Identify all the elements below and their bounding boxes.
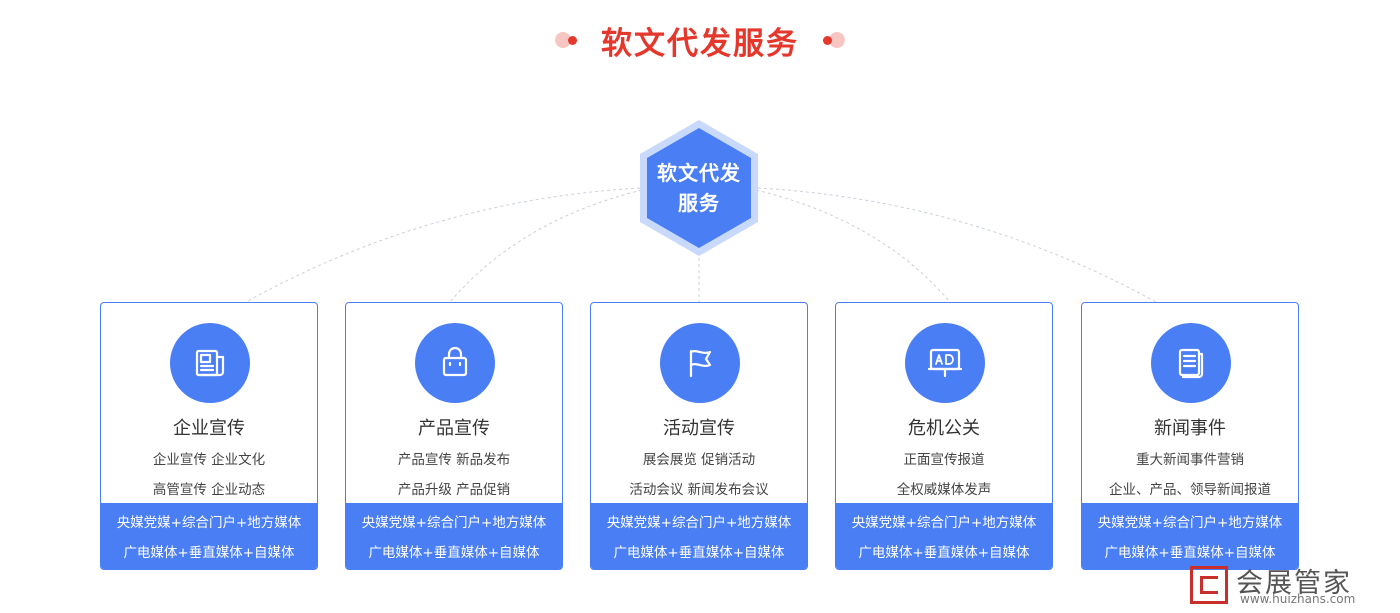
hub-label-line2: 服务 [678, 191, 720, 215]
hub-hexagon: 软文代发 服务 [636, 118, 762, 258]
media-band: 央媒党媒+综合门户+地方媒体 广电媒体+垂直媒体+自媒体 [101, 503, 317, 569]
connector-line-4 [755, 189, 951, 303]
media-line2: 广电媒体+垂直媒体+自媒体 [858, 545, 1030, 561]
media-line1: 央媒党媒+综合门户+地方媒体 [606, 515, 792, 531]
media-line2: 广电媒体+垂直媒体+自媒体 [368, 545, 540, 561]
connector-line-2 [449, 189, 643, 303]
card-title: 企业宣传 [173, 418, 245, 439]
card-desc-line1: 展会展览 促销活动 [642, 452, 756, 468]
connector-line-1 [245, 187, 641, 303]
section-header: 软文代发服务 [0, 18, 1400, 62]
brand-name: 会展管家 [1236, 568, 1352, 599]
bag-icon [415, 323, 495, 403]
decorative-dots-left [555, 30, 579, 50]
decorative-dots-right [821, 30, 845, 50]
card-desc-line2: 产品升级 产品促销 [397, 482, 511, 498]
page-title: 软文代发服务 [601, 25, 799, 62]
media-line1: 央媒党媒+综合门户+地方媒体 [1097, 515, 1283, 531]
service-card-product: 产品宣传 产品宣传 新品发布 产品升级 产品促销 央媒党媒+综合门户+地方媒体 … [345, 302, 563, 570]
media-line2: 广电媒体+垂直媒体+自媒体 [1104, 545, 1276, 561]
media-band: 央媒党媒+综合门户+地方媒体 广电媒体+垂直媒体+自媒体 [836, 503, 1052, 569]
service-card-crisis-pr: 危机公关 正面宣传报道 全权威媒体发声 央媒党媒+综合门户+地方媒体 广电媒体+… [835, 302, 1053, 570]
card-desc-line2: 企业、产品、领导新闻报道 [1109, 482, 1271, 498]
media-line1: 央媒党媒+综合门户+地方媒体 [116, 515, 302, 531]
media-band: 央媒党媒+综合门户+地方媒体 广电媒体+垂直媒体+自媒体 [591, 503, 807, 569]
service-card-news: 新闻事件 重大新闻事件营销 企业、产品、领导新闻报道 央媒党媒+综合门户+地方媒… [1081, 302, 1299, 570]
hub-label-line1: 软文代发 [657, 161, 741, 185]
media-line2: 广电媒体+垂直媒体+自媒体 [613, 545, 785, 561]
media-band: 央媒党媒+综合门户+地方媒体 广电媒体+垂直媒体+自媒体 [1082, 503, 1298, 569]
media-line1: 央媒党媒+综合门户+地方媒体 [361, 515, 547, 531]
card-desc-line1: 企业宣传 企业文化 [152, 452, 266, 468]
media-line2: 广电媒体+垂直媒体+自媒体 [123, 545, 295, 561]
card-title: 新闻事件 [1154, 418, 1226, 439]
card-desc-line2: 活动会议 新闻发布会议 [629, 482, 769, 498]
card-title: 产品宣传 [418, 418, 490, 439]
service-card-event: 活动宣传 展会展览 促销活动 活动会议 新闻发布会议 央媒党媒+综合门户+地方媒… [590, 302, 808, 570]
brand-logo-icon [1190, 566, 1228, 604]
card-desc-line2: 高管宣传 企业动态 [152, 482, 266, 498]
media-band: 央媒党媒+综合门户+地方媒体 广电媒体+垂直媒体+自媒体 [346, 503, 562, 569]
media-line1: 央媒党媒+综合门户+地方媒体 [851, 515, 1037, 531]
connector-line-5 [757, 187, 1157, 303]
card-title: 活动宣传 [663, 418, 735, 439]
card-desc-line1: 产品宣传 新品发布 [397, 452, 511, 468]
document-icon [1151, 323, 1231, 403]
newspaper-icon [170, 323, 250, 403]
brand-url: www.huizhans.com [1240, 592, 1356, 606]
ad-board-icon [905, 323, 985, 403]
service-card-enterprise: 企业宣传 企业宣传 企业文化 高管宣传 企业动态 央媒党媒+综合门户+地方媒体 … [100, 302, 318, 570]
card-desc-line2: 全权威媒体发声 [896, 482, 992, 498]
brand-watermark: 会展管家 www.huizhans.com [1190, 563, 1400, 609]
card-title: 危机公关 [908, 418, 980, 439]
card-desc-line1: 重大新闻事件营销 [1136, 452, 1244, 468]
flag-icon [660, 323, 740, 403]
card-desc-line1: 正面宣传报道 [903, 452, 985, 468]
